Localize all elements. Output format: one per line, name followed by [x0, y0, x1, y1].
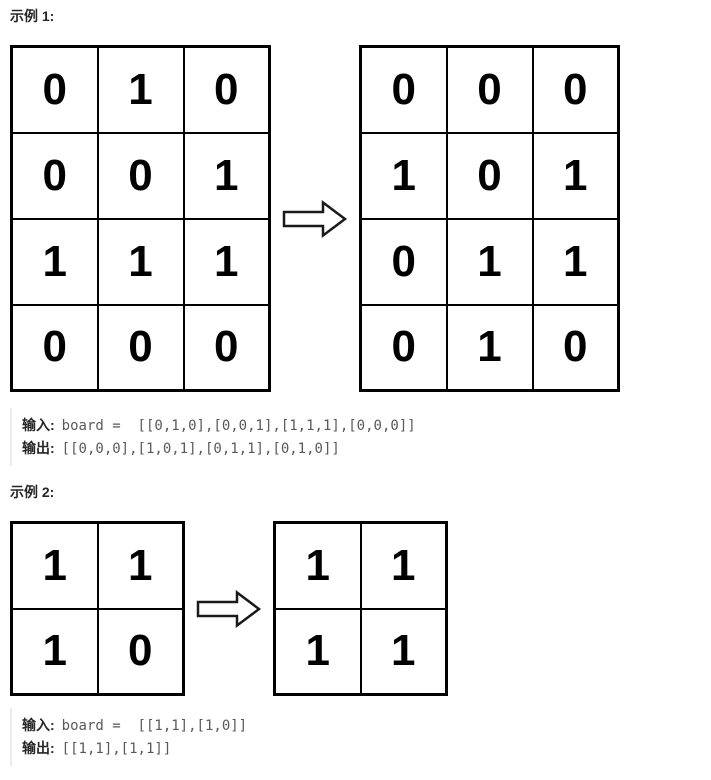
grid-cell: 0: [182, 45, 271, 134]
grid-cell: 1: [531, 131, 620, 220]
grid-cell: 1: [445, 303, 534, 392]
grid-cell: 0: [10, 45, 99, 134]
grid-cell: 1: [96, 521, 185, 610]
grid-cell: 1: [531, 217, 620, 306]
input-line: 输入: board = [[0,1,0],[0,0,1],[1,1,1],[0,0…: [22, 417, 416, 434]
grid-cell: 0: [10, 303, 99, 392]
grid-cell: 1: [359, 131, 448, 220]
example-1-io-block: 输入: board = [[0,1,0],[0,0,1],[1,1,1],[0,0…: [10, 408, 701, 466]
grid-cell: 1: [96, 217, 185, 306]
grid-cell: 0: [96, 607, 185, 696]
grid-cell: 1: [10, 607, 99, 696]
grid-cell: 1: [273, 607, 362, 696]
grid-cell: 0: [359, 303, 448, 392]
output-code: [[1,1],[1,1]]: [61, 741, 172, 757]
grid-cell: 1: [182, 217, 271, 306]
grid-cell: 0: [531, 303, 620, 392]
output-line: 输出: [[0,0,0],[1,0,1],[0,1,1],[0,1,0]]: [22, 440, 340, 457]
grid-cell: 1: [273, 521, 362, 610]
grid-cell: 0: [445, 131, 534, 220]
transform-arrow-wrap: [271, 199, 359, 239]
grid-cell: 0: [96, 303, 185, 392]
output-line: 输出: [[1,1],[1,1]]: [22, 740, 172, 757]
input-label: 输入:: [22, 417, 55, 433]
grid-cell: 0: [445, 45, 534, 134]
output-code: [[0,0,0],[1,0,1],[0,1,1],[0,1,0]]: [61, 441, 340, 457]
output-label: 输出:: [22, 740, 55, 756]
grid-cell: 1: [359, 607, 448, 696]
input-code: board = [[0,1,0],[0,0,1],[1,1,1],[0,0,0]…: [61, 418, 416, 434]
grid-cell: 0: [96, 131, 185, 220]
output-label: 输出:: [22, 440, 55, 456]
example-1-heading: 示例 1:: [10, 8, 55, 24]
grid-cell: 0: [359, 45, 448, 134]
grid-cell: 1: [182, 131, 271, 220]
grid-cell: 0: [10, 131, 99, 220]
grid-cell: 1: [359, 521, 448, 610]
input-label: 输入:: [22, 717, 55, 733]
grid-cell: 1: [445, 217, 534, 306]
grid-cell: 1: [96, 45, 185, 134]
grid-cell: 1: [10, 521, 99, 610]
right-arrow-icon: [196, 589, 262, 628]
grid-cell: 0: [359, 217, 448, 306]
grid-cell: 1: [10, 217, 99, 306]
grid-cell: 0: [531, 45, 620, 134]
input-code: board = [[1,1],[1,0]]: [61, 718, 248, 734]
grid-cell: 0: [182, 303, 271, 392]
example-2-io-block: 输入: board = [[1,1],[1,0]] 输出: [[1,1],[1,1]…: [10, 708, 701, 766]
transform-arrow-wrap: [185, 589, 273, 629]
example-2-heading: 示例 2:: [10, 484, 55, 500]
input-line: 输入: board = [[1,1],[1,0]]: [22, 717, 248, 734]
right-arrow-icon: [282, 199, 348, 238]
